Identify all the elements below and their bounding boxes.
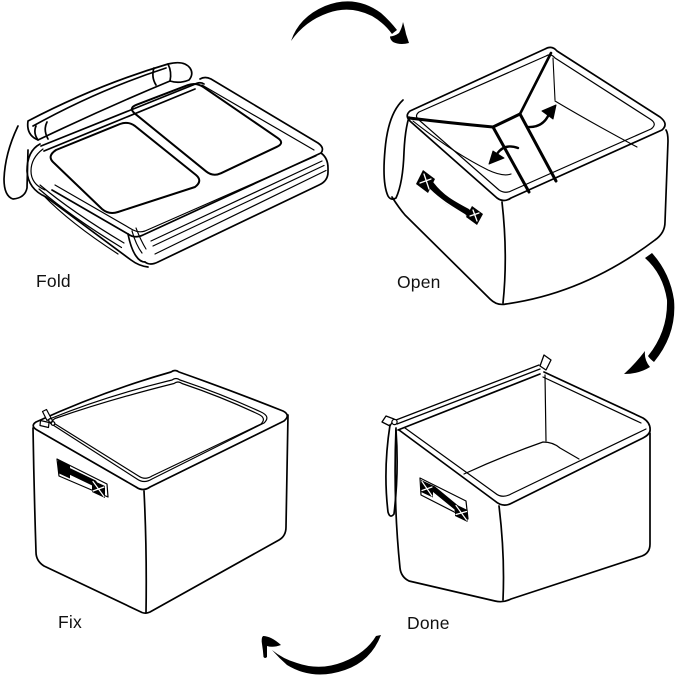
svg-text:Fix: Fix <box>58 612 82 632</box>
svg-text:Fold: Fold <box>36 271 71 291</box>
svg-text:Done: Done <box>407 613 450 633</box>
svg-text:Open: Open <box>397 272 441 292</box>
